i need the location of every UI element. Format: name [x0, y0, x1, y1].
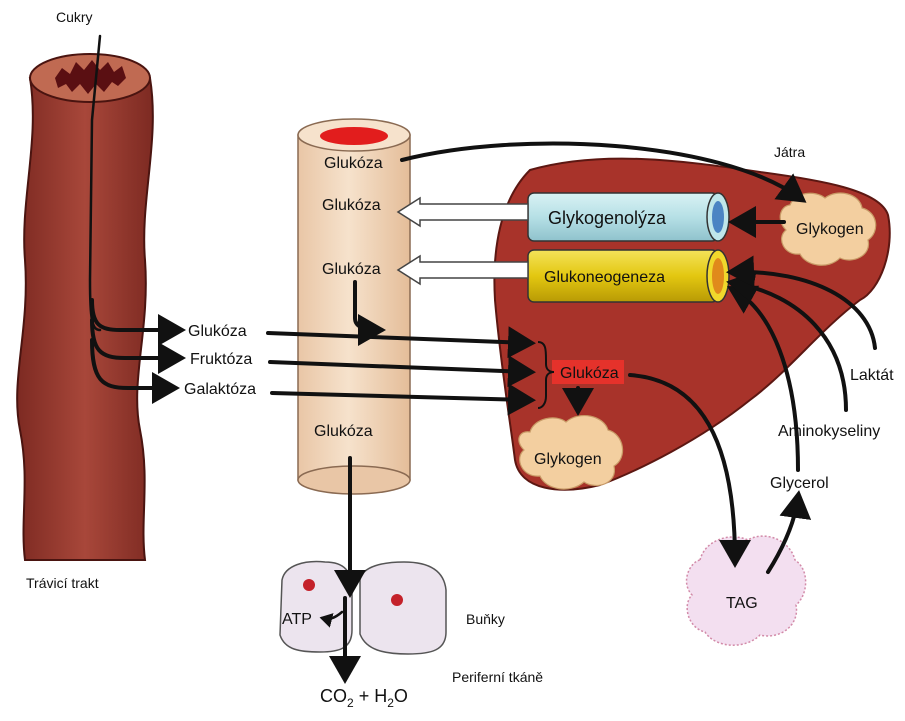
label-gluconeogenesis: Glukoneogeneza: [544, 269, 665, 286]
arrow-glucose-to-tag: [628, 373, 751, 568]
vessel-bottom-glucose: Glukóza: [314, 423, 373, 440]
label-amino-acids: Aminokyseliny: [778, 423, 880, 440]
glycogen-blob-top: [779, 192, 877, 266]
digestive-tract: [16, 53, 154, 561]
arrow-sugars-in: [88, 34, 102, 332]
arrow-gut-glucose: [90, 298, 186, 346]
glycogenolysis-tube: [527, 192, 730, 242]
label-glycogenolysis: Glykogenolýza: [548, 208, 667, 228]
arrow-galactose-liver: [270, 383, 536, 416]
arrow-amino-to-gluconeogenesis: [726, 270, 848, 412]
peripheral-cells: [279, 560, 447, 655]
label-tag: TAG: [726, 595, 758, 612]
cell-left: [279, 560, 353, 653]
vessel-gluconeogenesis-glucose: Glukóza: [322, 261, 381, 278]
hollow-arrow-gluconeogenesis: [396, 254, 529, 286]
vessel-glycogenolysis-glucose: Glukóza: [322, 197, 381, 214]
liver-bracket: [537, 341, 555, 409]
arrow-fructose-liver: [268, 355, 536, 388]
cell-right: [359, 561, 447, 655]
arrow-glucose-to-glycogen: [400, 141, 807, 203]
label-liver: Játra: [774, 144, 805, 160]
label-atp: ATP: [282, 611, 312, 628]
label-co2-h2o: CO2 + H2O: [320, 686, 408, 710]
gut-output-fructose: Fruktóza: [190, 351, 252, 368]
arrow-lactate-to-gluconeogenesis: [726, 255, 877, 350]
arrow-gut-fructose: [90, 318, 186, 374]
gut-output-galactose: Galaktóza: [184, 381, 256, 398]
gut-lumen: [55, 60, 126, 94]
label-cells: Buňky: [466, 611, 505, 627]
cell-left-nucleus: [303, 579, 315, 591]
label-peripheral-tissues: Periferní tkáně: [452, 669, 543, 685]
gut-output-glucose: Glukóza: [188, 323, 247, 340]
glucose-highlight: [552, 360, 624, 384]
vessel-lumen: [320, 127, 388, 145]
label-liver-glucose: Glukóza: [560, 365, 619, 382]
vessel-top-glucose: Glukóza: [324, 155, 383, 172]
tag-blob: [685, 535, 807, 646]
vessel-bottom: [297, 465, 411, 495]
label-glycogen-bottom: Glykogen: [534, 451, 602, 468]
gut-tube: [16, 77, 154, 561]
label-lactate: Laktát: [850, 367, 894, 384]
arrow-atp: [319, 610, 344, 628]
arrow-glucose-liver: [266, 326, 536, 359]
cell-right-nucleus: [391, 594, 403, 606]
label-sugars: Cukry: [56, 9, 93, 25]
arrow-tag-to-glycerol: [766, 490, 812, 574]
glycogen-blob-bottom: [518, 414, 624, 490]
label-digestive-tract: Trávicí trakt: [26, 575, 99, 591]
label-glycogen-top: Glykogen: [796, 221, 864, 238]
arrow-gut-galactose: [90, 338, 180, 404]
gluconeogenesis-tube: [527, 249, 730, 303]
arrow-vessel-internal: [353, 280, 386, 346]
label-glycerol: Glycerol: [770, 475, 829, 492]
hollow-arrow-glycogenolysis: [396, 196, 529, 228]
